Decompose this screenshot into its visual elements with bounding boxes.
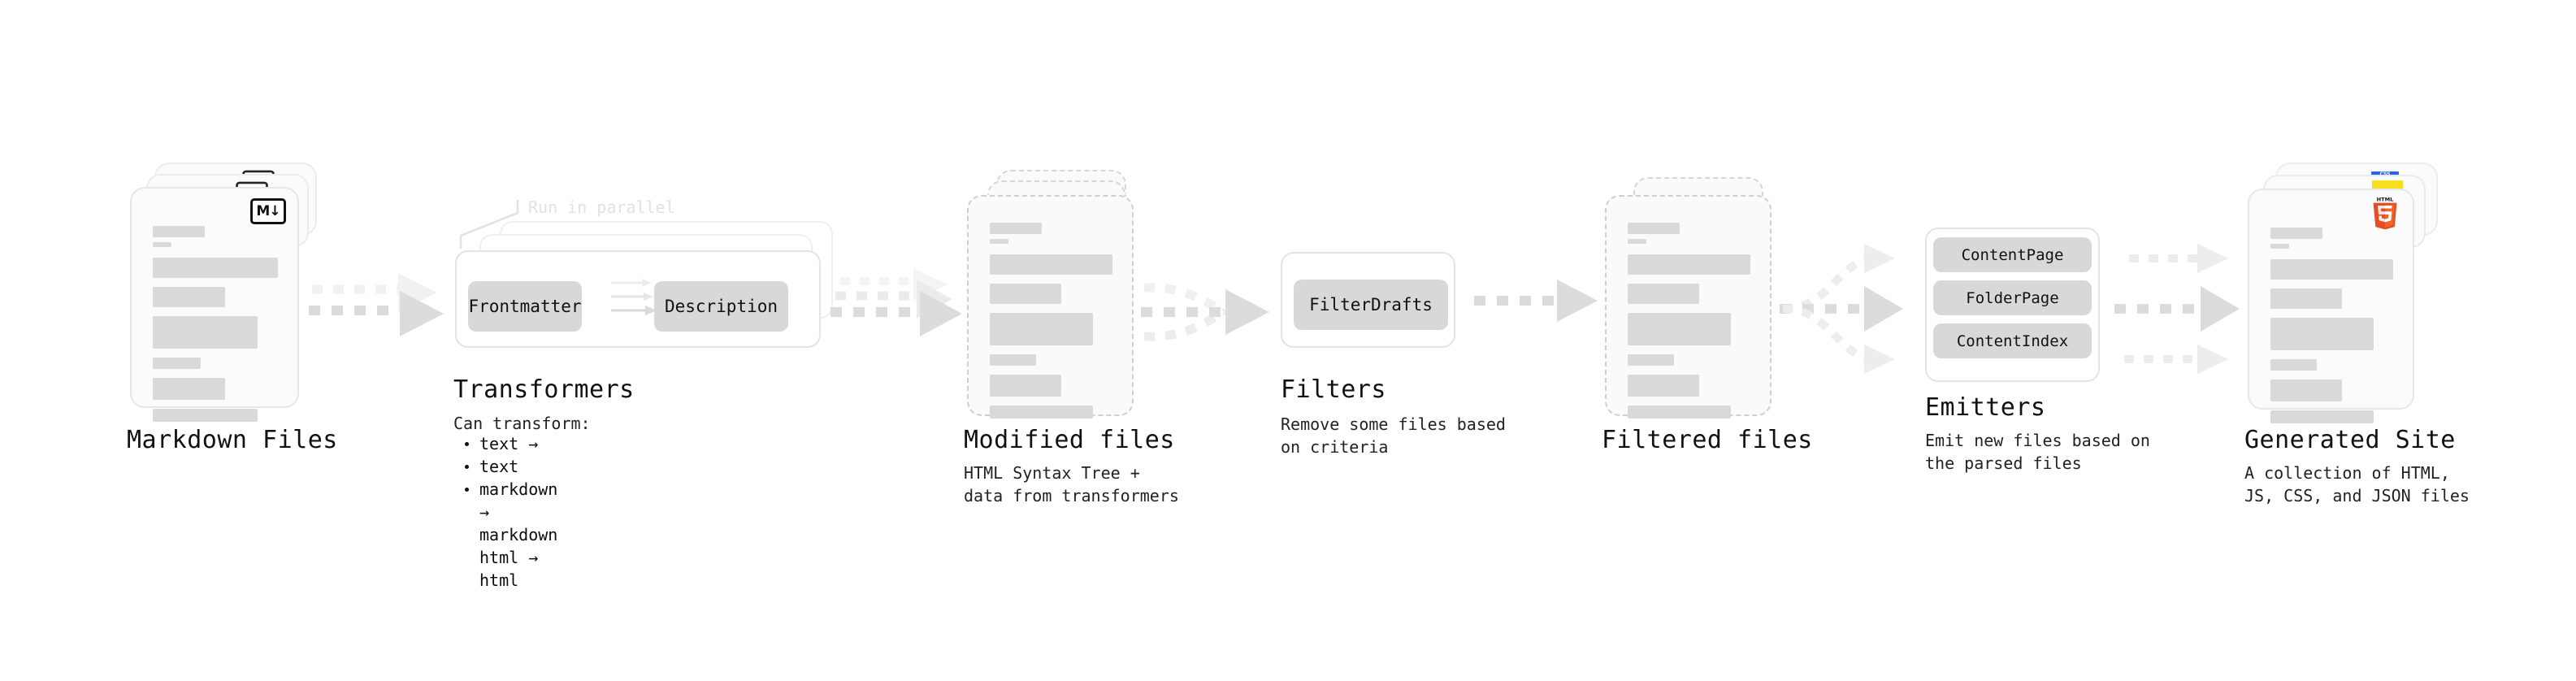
run-in-parallel-brace	[459, 200, 519, 249]
skeleton-bar	[1628, 313, 1731, 345]
skeleton-bar	[2270, 359, 2318, 371]
stage-title-transformers: Transformers	[453, 375, 635, 404]
stage-title-filters: Filters	[1281, 375, 1386, 404]
skeleton-bar	[153, 316, 258, 349]
bullet-dot	[465, 442, 469, 446]
skeleton-bar	[990, 313, 1093, 345]
filtered-file-card	[1605, 195, 1772, 419]
file-skeleton-bars	[153, 226, 278, 431]
stage-subtitle-filters: Remove some files based on criteria	[1281, 414, 1506, 457]
arrow-filtered-to-emitters	[1780, 244, 1903, 374]
arrow-transformers-to-modified	[830, 268, 962, 336]
skeleton-bar	[990, 375, 1061, 397]
skeleton-bar	[990, 223, 1042, 234]
run-in-parallel-label: Run in parallel	[528, 197, 675, 217]
svg-text:HTML: HTML	[2377, 197, 2394, 202]
skeleton-bar	[990, 239, 1008, 244]
skeleton-bar	[2270, 259, 2393, 280]
stage-title-markdown-files: Markdown Files	[127, 426, 338, 454]
skeleton-bar	[990, 406, 1093, 419]
file-skeleton-bars	[1628, 223, 1750, 427]
skeleton-bar	[990, 254, 1112, 275]
arrow-markdown-to-transformers	[309, 273, 444, 336]
skeleton-bar	[2270, 380, 2342, 401]
arrow-modified-to-filters	[1141, 283, 1269, 341]
skeleton-bar	[153, 409, 258, 422]
skeleton-bar	[990, 284, 1061, 304]
transformer-pill-frontmatter[interactable]: Frontmatter	[468, 281, 582, 332]
modified-file-card	[967, 195, 1134, 419]
skeleton-bar	[1628, 375, 1699, 397]
stage-title-generated-site: Generated Site	[2244, 426, 2456, 454]
arrow-filters-to-filtered	[1474, 280, 1598, 322]
transformer-pill-description[interactable]: Description	[654, 281, 788, 332]
stage-subtitle-emitters: Emit new files based on the parsed files	[1925, 431, 2150, 473]
stage-title-filtered-files: Filtered files	[1602, 426, 1813, 454]
filter-pill-filterdrafts[interactable]: FilterDrafts	[1294, 280, 1448, 330]
emitter-pill-contentpage[interactable]: ContentPage	[1933, 237, 2092, 272]
skeleton-bar	[2270, 244, 2289, 249]
transformer-bullet: html → html	[479, 548, 539, 590]
file-skeleton-bars	[2270, 228, 2393, 432]
emitter-pill-folderpage[interactable]: FolderPage	[1933, 280, 2092, 315]
stage-subtitle-transformers: Can transform:	[453, 414, 591, 433]
skeleton-bar	[1628, 223, 1680, 234]
skeleton-bar	[1628, 354, 1675, 366]
markdown-file-card: M↓	[130, 187, 299, 422]
skeleton-bar	[2270, 228, 2322, 239]
markdown-icon: M↓	[250, 198, 286, 224]
skeleton-bar	[153, 258, 278, 278]
bullet-dot	[465, 465, 469, 469]
skeleton-bar	[1628, 239, 1646, 244]
skeleton-bar	[1628, 254, 1750, 275]
skeleton-bar	[153, 378, 226, 400]
skeleton-bar	[153, 358, 201, 369]
stage-subtitle-generated-site: A collection of HTML, JS, CSS, and JSON …	[2244, 463, 2470, 505]
skeleton-bar	[153, 226, 205, 237]
file-skeleton-bars	[990, 223, 1112, 427]
emitter-pill-contentindex[interactable]: ContentIndex	[1933, 323, 2092, 358]
arrow-emitters-to-site	[2114, 244, 2240, 374]
transformer-inner-arrows	[611, 279, 657, 315]
skeleton-bar	[2270, 318, 2374, 350]
stage-subtitle-modified-files: HTML Syntax Tree + data from transformer…	[964, 463, 1179, 505]
bullet-dot	[465, 488, 469, 492]
generated-file-card: HTML	[2248, 189, 2414, 423]
stage-title-modified-files: Modified files	[964, 426, 1175, 454]
stage-title-emitters: Emitters	[1925, 393, 2046, 422]
skeleton-bar	[1628, 406, 1731, 419]
transformer-bullet: text → text	[479, 434, 539, 476]
skeleton-bar	[153, 242, 171, 247]
skeleton-bar	[2270, 288, 2342, 309]
html5-icon: HTML	[2373, 197, 2397, 230]
transformer-bullet-list: text → text markdown → markdown html → h…	[462, 432, 557, 592]
skeleton-bar	[990, 354, 1037, 366]
skeleton-bar	[153, 287, 226, 307]
skeleton-bar	[1628, 284, 1699, 304]
transformer-bullet: markdown → markdown	[479, 479, 558, 544]
skeleton-bar	[2270, 410, 2374, 423]
